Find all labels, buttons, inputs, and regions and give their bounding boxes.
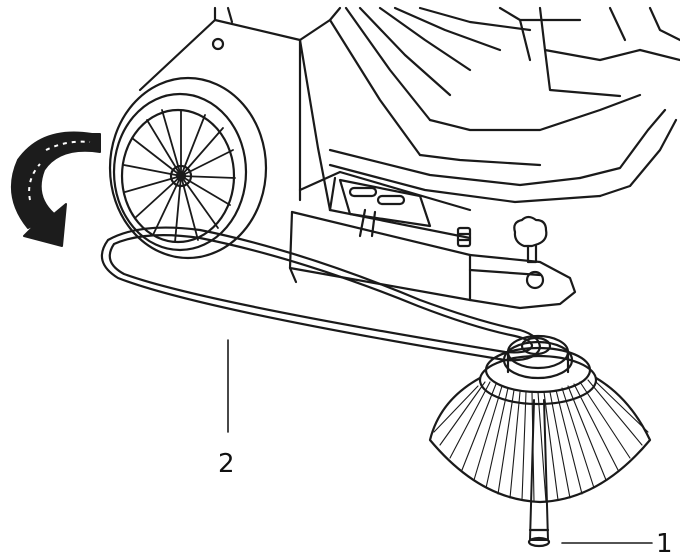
drive-belt <box>100 226 542 362</box>
curved-rotation-arrow-icon <box>11 131 101 247</box>
adjustment-plate <box>338 178 432 238</box>
sweeper-hopper <box>213 6 680 212</box>
adjustment-knob <box>513 215 548 264</box>
side-frame-plate <box>138 18 302 202</box>
callout-2-label: 2 <box>218 449 235 479</box>
brush-arm <box>288 170 577 310</box>
wheel-spokes <box>123 109 236 243</box>
callout-1-label: 1 <box>656 529 673 559</box>
wheel <box>108 76 268 260</box>
side-brush <box>428 376 652 548</box>
arm-bolt <box>456 226 472 248</box>
frame-bolt <box>211 37 225 51</box>
